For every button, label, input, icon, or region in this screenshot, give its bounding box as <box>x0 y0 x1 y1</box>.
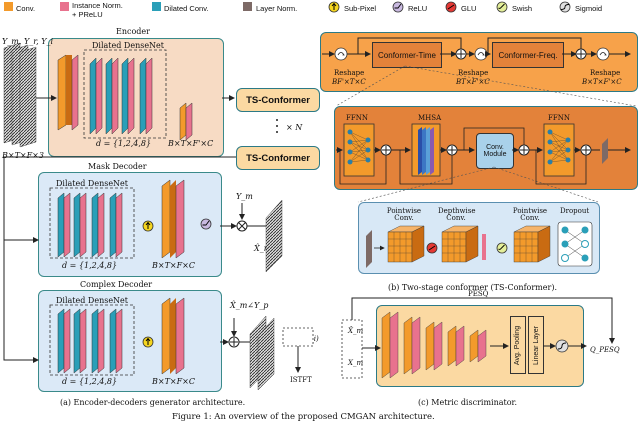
mask-decoder-title: Mask Decoder <box>88 162 147 171</box>
ffnn2-net <box>549 131 569 163</box>
layernorm-block <box>602 138 608 164</box>
caption-a: (a) Encoder-decoders generator architect… <box>60 398 246 407</box>
legend-swish-label: Swish <box>512 4 533 13</box>
legend-sigmoid-label: Sigmoid <box>575 4 603 13</box>
mask-dims: B×T×F×C <box>152 261 195 270</box>
encoder-dims: B×T×F'×C <box>168 139 214 148</box>
mask-output-spectrogram <box>265 199 283 273</box>
encoder-title: Encoder <box>116 27 150 36</box>
legend-conv-swatch <box>4 2 13 11</box>
mhsa-heads <box>418 127 434 175</box>
complex-decoder-title: Complex Decoder <box>80 280 153 289</box>
reshape1-dims: BF'×T×C <box>332 78 366 86</box>
encoder-dilation: d = {1,2,4,8} <box>96 139 152 148</box>
conformer-freq-label: Conformer-Freq. <box>498 50 558 60</box>
conformer-freq-block[interactable]: Conformer-Freq. <box>492 42 564 68</box>
disc-xm-hat: X̂_m <box>348 327 364 335</box>
caption-c: (c) Metric discriminator. <box>418 398 518 407</box>
legend-inorm-label: Instance Norm. <box>72 1 123 10</box>
ts-conformer-2-label: TS-Conformer <box>246 152 310 164</box>
cm-layernorm <box>366 230 372 268</box>
mask-dense-title: Dilated DenseNet <box>56 179 129 188</box>
mask-dilation: d = {1,2,4,8} <box>62 261 118 270</box>
mhsa-label: MHSA <box>418 114 442 122</box>
ts-conformer-1-label: TS-Conformer <box>246 94 310 106</box>
ffnn1-nodes <box>347 129 371 165</box>
ts-conformer-2[interactable]: TS-Conformer <box>236 146 320 170</box>
legend-dilated-label: Dilated Conv. <box>164 4 209 13</box>
pesq-label: PESQ <box>468 290 489 298</box>
ffnn2-nodes <box>547 129 571 165</box>
legend-inorm-label-2: + PReLU <box>72 10 103 19</box>
complex-dilation: d = {1,2,4,8} <box>62 377 118 386</box>
legend-inorm-swatch <box>60 2 69 11</box>
conformer-time-label: Conformer-Time <box>378 50 436 60</box>
dropout-label: Dropout <box>560 207 590 215</box>
conv-module-block[interactable]: Conv. Module <box>476 133 514 169</box>
legend-subpixel-label: Sub-Pixel <box>344 4 377 13</box>
reshape2-dims: BT×F'×C <box>456 78 490 86</box>
legend-relu-label: ReLU <box>408 4 428 13</box>
mask-dense-layers <box>57 192 123 258</box>
cm-dropout-net <box>564 229 586 259</box>
complex-dense-layers <box>57 308 123 374</box>
q-pesq-label: Q_PESQ <box>590 346 620 354</box>
legend-layernorm-label: Layer Norm. <box>256 4 298 13</box>
reshape2-label: Reshape <box>458 69 489 77</box>
encoder-out-layers <box>179 102 193 141</box>
xm-angle-label: X̂_m∠Y_p <box>230 301 269 310</box>
figure-caption: Figure 1: An overview of the proposed CM… <box>172 412 435 422</box>
complex-dims: B×T×F×C <box>152 377 195 386</box>
cm-pointwise2-grid <box>513 225 551 263</box>
cm-pointwise1-grid <box>387 225 425 263</box>
ym-label: Y_m <box>236 192 253 201</box>
avg-pooling-box[interactable]: Avg. Pooling <box>510 316 526 374</box>
encoder-dense-title: Dilated DenseNet <box>92 41 165 50</box>
reshape1-label: Reshape <box>334 69 365 77</box>
legend-conv-label: Conv. <box>16 4 36 13</box>
disc-xm: X_m <box>348 359 364 367</box>
ffnn1-net <box>349 131 369 163</box>
xm-hat-label: X̂_m <box>254 244 272 253</box>
pointwise2-label: Pointwise Conv. <box>512 207 548 222</box>
linear-layer-box[interactable]: Linear Layer <box>528 316 544 374</box>
caption-b: (b) Two-stage conformer (TS-Conformer). <box>388 283 557 292</box>
legend-glu-label: GLU <box>461 4 477 13</box>
mask-out-layers <box>161 179 185 259</box>
input-label: Y_m, Y_r, Y_i <box>2 37 54 46</box>
cm-depthwise-grid <box>441 225 479 263</box>
reshape3-dims: B×T×F'×C <box>582 78 622 86</box>
input-dims: B×T×F×3 <box>2 151 44 160</box>
legend-layernorm-swatch <box>243 2 252 11</box>
legend-dilated-swatch <box>152 2 161 11</box>
complex-out-layers <box>161 297 185 375</box>
complex-output-spec-2 <box>257 317 275 391</box>
complex-dense-title: Dilated DenseNet <box>56 296 129 305</box>
input-spectrograms <box>3 42 37 148</box>
conformer-time-block[interactable]: Conformer-Time <box>372 42 442 68</box>
conv-module-label: Conv. Module <box>483 144 507 158</box>
ts-conformer-1[interactable]: TS-Conformer <box>236 88 320 112</box>
pointwise1-label: Pointwise Conv. <box>386 207 422 222</box>
disc-conv-layers <box>381 311 487 379</box>
encoder-layers <box>57 54 79 131</box>
depthwise-label: Depthwise Conv. <box>438 207 476 222</box>
encoder-dense-layers <box>89 57 153 135</box>
cm-dropout-nodes <box>561 226 589 262</box>
reshape3-label: Reshape <box>590 69 621 77</box>
istft-label: ISTFT <box>290 376 312 384</box>
ffnn2-label: FFNN <box>548 114 570 122</box>
ffnn1-label: FFNN <box>346 114 368 122</box>
repeat-label: × N <box>286 123 303 132</box>
